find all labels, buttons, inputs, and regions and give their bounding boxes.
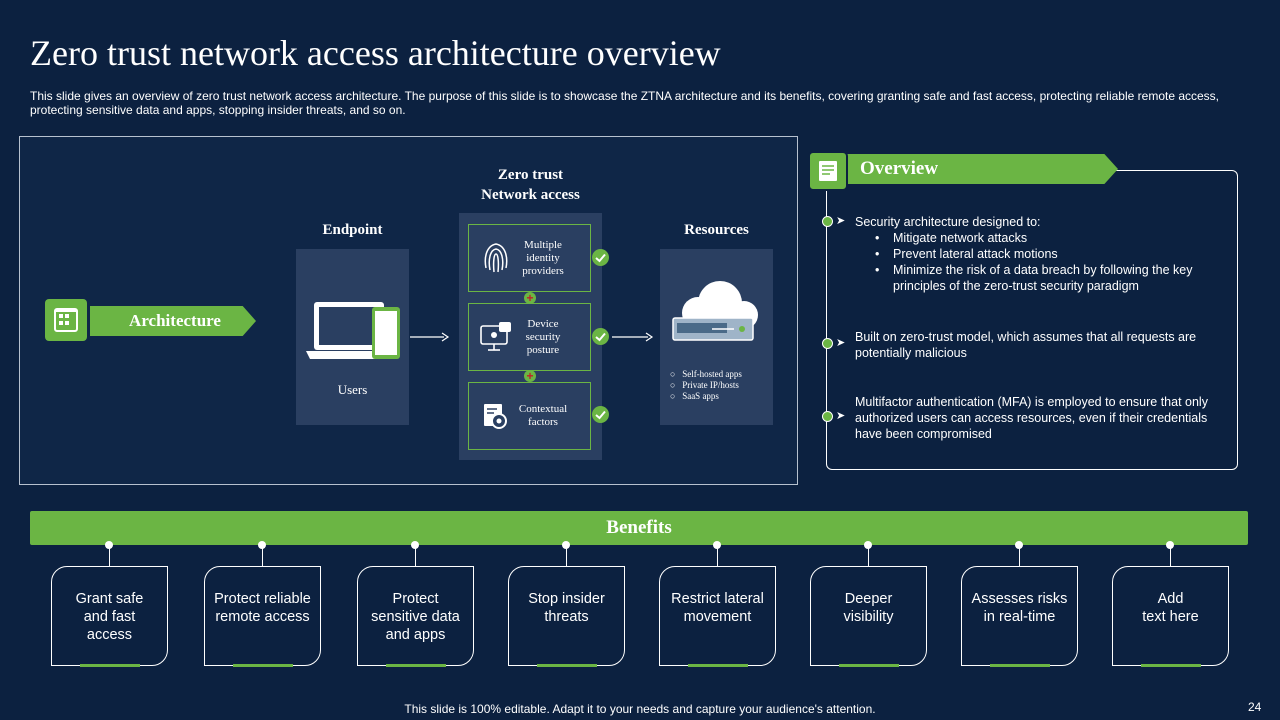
ztna-item-identity: Multiple identity providers — [468, 224, 591, 292]
architecture-banner — [90, 306, 256, 336]
overview-bullet-icon — [822, 411, 833, 422]
benefit-connector-line — [566, 548, 567, 566]
benefit-card-underline — [688, 664, 748, 667]
fingerprint-icon — [484, 243, 508, 273]
resources-list-item: ○ Self-hosted apps — [670, 369, 742, 379]
benefit-card: Assesses risks in real-time — [961, 566, 1078, 667]
arrow-right-icon: ➤ — [836, 215, 846, 227]
overview-bullet-icon — [822, 216, 833, 227]
benefit-card-underline — [1141, 664, 1201, 667]
benefit-connector-dot — [713, 541, 721, 549]
benefit-card-label: Restrict lateral movement — [671, 591, 764, 625]
benefit-card-underline — [233, 664, 293, 667]
arrow-right-icon: ➤ — [836, 337, 846, 349]
benefit-card: Deeper visibility — [810, 566, 927, 667]
resources-box: ○ Self-hosted apps ○ Private IP/hosts ○ … — [660, 249, 773, 425]
resources-heading: Resources — [684, 222, 749, 238]
benefit-card-label: Deeper visibility — [843, 591, 894, 625]
ztna-item-device-label: Device security posture — [525, 318, 561, 356]
benefit-card-label: Stop insider threats — [528, 591, 605, 625]
benefit-connector-dot — [1015, 541, 1023, 549]
overview-bullet-icon — [822, 338, 833, 349]
overview-point-3: Multifactor authentication (MFA) is empl… — [855, 395, 1208, 441]
slide-subtitle: This slide gives an overview of zero tru… — [30, 89, 1220, 117]
benefit-connector-line — [1170, 548, 1171, 566]
benefit-connector-dot — [864, 541, 872, 549]
overview-banner — [846, 154, 1118, 184]
overview-sub-bullet: •Mitigate network attacks — [875, 231, 1028, 245]
check-icon — [592, 328, 609, 345]
overview-point-1: Security architecture designed to: •Miti… — [855, 214, 1205, 294]
overview-sub-bullet: •Minimize the risk of a data breach by f… — [875, 263, 1193, 293]
benefit-connector-line — [1019, 548, 1020, 566]
ztna-item-context: Contextual factors — [468, 382, 591, 450]
benefit-connector-dot — [411, 541, 419, 549]
benefit-card-underline — [537, 664, 597, 667]
arrow-right-icon: ➤ — [836, 410, 846, 422]
ztna-heading-line1: Zero trust — [497, 167, 564, 183]
architecture-label: Architecture — [129, 311, 221, 330]
endpoint-heading: Endpoint — [322, 222, 383, 238]
benefit-card: Grant safe and fast access — [51, 566, 168, 667]
benefits-label: Benefits — [606, 517, 672, 538]
resources-list: ○ Self-hosted apps ○ Private IP/hosts ○ … — [670, 369, 742, 402]
architecture-icon — [45, 299, 87, 341]
benefit-card-label: Protect reliable remote access — [214, 591, 311, 625]
benefits-bar — [30, 511, 1248, 545]
ztna-heading-line2: Network access — [481, 187, 580, 203]
benefit-card-underline — [990, 664, 1050, 667]
resources-list-item: ○ SaaS apps — [670, 391, 719, 401]
ztna-item-context-label: Contextual factors — [518, 403, 568, 428]
benefit-card: Restrict lateral movement — [659, 566, 776, 667]
benefit-card: Protect reliable remote access — [204, 566, 321, 667]
benefit-card-label: Grant safe and fast access — [75, 591, 144, 643]
users-label: Users — [337, 382, 368, 397]
resources-list-item: ○ Private IP/hosts — [670, 380, 739, 390]
laptop-phone-icon — [306, 302, 400, 359]
ztna-item-identity-label: Multiple identity providers — [522, 239, 564, 277]
benefit-connector-line — [868, 548, 869, 566]
plus-icon: + — [524, 292, 536, 304]
slide-title: Zero trust network access architecture o… — [30, 33, 721, 73]
benefit-connector-line — [109, 548, 110, 566]
benefit-card-underline — [386, 664, 446, 667]
benefit-connector-line — [717, 548, 718, 566]
benefit-connector-dot — [562, 541, 570, 549]
settings-document-icon — [484, 404, 507, 429]
check-icon — [592, 406, 609, 423]
benefit-card: Add text here — [1112, 566, 1229, 667]
endpoint-box — [296, 249, 409, 425]
benefit-card-label: Assesses risks in real-time — [971, 591, 1068, 625]
cloud-server-icon — [672, 281, 758, 341]
footer-note: This slide is 100% editable. Adapt it to… — [404, 702, 876, 716]
ztna-box — [459, 213, 602, 460]
benefit-connector-dot — [1166, 541, 1174, 549]
benefit-card-label: Protect sensitive data and apps — [371, 591, 460, 643]
plus-icon: + — [524, 370, 536, 382]
overview-label: Overview — [860, 158, 939, 179]
benefit-card: Stop insider threats — [508, 566, 625, 667]
benefit-connector-dot — [258, 541, 266, 549]
arrow-ztna-to-resources — [612, 332, 654, 342]
arrow-endpoint-to-ztna — [410, 332, 450, 342]
benefit-card: Protect sensitive data and apps — [357, 566, 474, 667]
device-lock-icon — [480, 322, 511, 351]
check-icon — [592, 249, 609, 266]
ztna-heading: Zero trust Network access — [459, 165, 602, 205]
benefit-card-underline — [80, 664, 140, 667]
benefit-connector-dot — [105, 541, 113, 549]
benefit-connector-line — [262, 548, 263, 566]
page-number: 24 — [1248, 700, 1262, 714]
overview-point-1-intro: Security architecture designed to: — [855, 215, 1041, 229]
benefit-connector-line — [415, 548, 416, 566]
overview-icon — [808, 151, 848, 191]
benefit-card-label: Add text here — [1142, 591, 1199, 625]
overview-point-2: Built on zero-trust model, which assumes… — [855, 330, 1197, 360]
overview-sub-bullet: •Prevent lateral attack motions — [875, 247, 1058, 261]
benefit-card-underline — [839, 664, 899, 667]
ztna-item-device: Device security posture — [468, 303, 591, 371]
